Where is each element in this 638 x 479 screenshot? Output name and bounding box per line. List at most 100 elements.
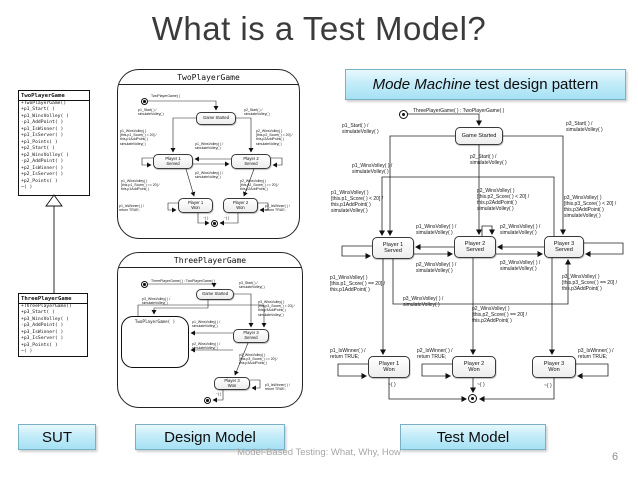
statechart-title: ThreePlayerGame	[118, 253, 302, 268]
state-player2-served: Player 2 Served	[231, 154, 271, 169]
state-player2-served: Player 2 Served	[454, 236, 496, 258]
transition-label: p1_Start( ) / simulateVolley( )	[342, 123, 379, 135]
state-player2-won: Player 2 Won	[223, 198, 258, 213]
transition-label: p2_WinsVolley( ) / simulateVolley( )	[416, 262, 457, 274]
transition-label: p3_WinsVolley( ) [this.p3_Score( ) < 20]…	[564, 195, 617, 219]
transition-label: p3_WinsVolley( ) / simulateVolley( )	[142, 297, 171, 306]
transition-label: ~( )	[388, 382, 396, 388]
transition-label: p3_WinsVolley( ) [this.p3_Score( ) == 20…	[239, 353, 278, 366]
final-state	[468, 394, 477, 403]
transition-label: p2_IsWinner( ) / return TRUE;	[265, 204, 290, 213]
transition-label: p2_WinsVolley( ) [this.p2_Score( ) == 20…	[472, 306, 528, 324]
transition-label: p2_WinsVolley( ) [this.p2_Score( ) == 20…	[240, 179, 279, 192]
transition-label: ~( )	[224, 216, 230, 220]
class-member: -p1_AddPoint( )	[21, 120, 64, 126]
class-member: +p3_IsWinner( )	[21, 329, 64, 335]
transition-label: p1_WinsVolley( ) [this.p1_Score( ) < 20]…	[331, 190, 384, 214]
transition-label: p3_IsWinner( ) / return TRUE;	[265, 383, 290, 392]
callout-italic-text: Mode Machine	[372, 76, 471, 93]
class-member: +p3_Points( )	[21, 342, 58, 348]
page-title: What is a Test Model?	[151, 10, 487, 47]
transition-label: TwoPlayerGame( )	[151, 94, 181, 98]
statechart-title: TwoPlayerGame	[118, 70, 299, 85]
transition-label: p1_IsWinner( ) / return TRUE;	[330, 348, 366, 360]
class-member: ~( )	[21, 349, 33, 355]
class-box-twoplayergame: TwoPlayerGame +TwoPlayerGame()+p1_Start(…	[18, 90, 90, 196]
transition-label: p1_WinsVolley( ) / simulateVolley( )	[416, 224, 457, 236]
transition-label: ThreePlayerGame( ) : TwoPlayerGame( )	[413, 108, 505, 114]
statechart-twoplayergame: TwoPlayerGame TwoPlayerGame( ) Game Start…	[117, 69, 300, 239]
class-member: +ThreePlayerGame()	[21, 304, 72, 309]
transition-label: p2_WinsVolley( ) / simulateVolley( )	[192, 342, 221, 351]
statechart-threeplayergame: ThreePlayerGame ThreePlayerGame( ) : Two…	[117, 252, 303, 408]
transition-label: p3_IsWinner( ) / return TRUE;	[578, 348, 614, 360]
state-player1-served: Player 1 Served	[372, 237, 414, 259]
class-member: +p3_IsServer( )	[21, 336, 64, 342]
state-player1-won: Player 1 Won	[178, 198, 213, 213]
transition-label: p3_WinsVolley( ) / simulateVolley( )	[403, 296, 444, 308]
state-player3-won: Player 3 Won	[532, 356, 576, 378]
mode-machine-callout: Mode Machine test design pattern	[345, 69, 626, 100]
final-state	[204, 397, 211, 404]
class-member: +p2_Start( )	[21, 146, 55, 152]
transition-label: p1_WinsVolley( ) / simulateVolley( )	[192, 320, 221, 329]
inheritance-arrow	[45, 194, 63, 293]
transition-label: p1_IsWinner( ) / return TRUE;	[119, 204, 144, 213]
class-member: +p1_Start( )	[21, 107, 55, 113]
footer-text: Model-Based Testing: What, Why, How	[237, 447, 401, 458]
transition-label: p3_WinsVolley( ) [this.p3_Score( ) == 20…	[562, 274, 618, 292]
arrows-layer	[141, 100, 283, 226]
label-box-sut: SUT	[18, 424, 96, 450]
class-member: -p3_AddPoint( )	[21, 323, 64, 329]
transition-label: p1_Start( ) / simulateVolley( )	[138, 108, 164, 117]
transition-label: ~( )	[544, 383, 552, 389]
transition-label: p1_WinsVolley( ) [this.p1_Score( ) < 20]…	[120, 129, 157, 146]
initial-state	[141, 281, 148, 288]
transition-label: p1_WinsVolley( ) [this.p1_Score( ) == 20…	[121, 179, 160, 192]
transition-label: ~( )	[216, 392, 222, 396]
transition-label: p2_WinsVolley( ) [this.p2_Score( ) < 20]…	[256, 129, 293, 146]
initial-state	[399, 110, 408, 119]
state-game-started: Game Started	[455, 127, 503, 145]
transition-label: ~( )	[203, 216, 209, 220]
state-player3-served: Player 3 Served	[233, 329, 269, 343]
state-player3-served: Player 3 Served	[544, 236, 584, 258]
statechart-test-model: ThreePlayerGame( ) : TwoPlayerGame( ) Gam…	[330, 105, 638, 420]
state-game-started: Game Started	[196, 112, 236, 125]
class-member: +p1_WinsVolley( )	[21, 113, 69, 119]
transition-label: p2_IsWinner( ) / return TRUE;	[417, 348, 453, 360]
label-box-design-model: Design Model	[135, 424, 285, 450]
class-member: +p1_Points( )	[21, 139, 58, 145]
class-member-list: +TwoPlayerGame()+p1_Start( )+p1_WinsVoll…	[19, 101, 89, 192]
arrows-layer	[137, 283, 267, 403]
class-member: +p3_WinsVolley( )	[21, 316, 69, 322]
transition-label: p3_WinsVolley( ) [this.p3_Score( ) < 20]…	[258, 300, 295, 317]
class-member: +p2_Points( )	[21, 178, 58, 184]
page-number: 6	[612, 451, 619, 463]
transition-label: p2_WinsVolley( ) / simulateVolley( )	[195, 171, 224, 180]
state-player1-served: Player 1 Served	[153, 154, 193, 169]
initial-state	[141, 98, 148, 105]
transition-label: ThreePlayerGame( ) : TwoPlayerGame( )	[151, 279, 215, 283]
callout-text: test design pattern	[474, 76, 599, 93]
state-game-started: Game Started	[196, 289, 234, 300]
class-member: +TwoPlayerGame()	[21, 101, 67, 106]
class-member: +p2_IsWinner( )	[21, 165, 64, 171]
arrows-layer	[337, 113, 624, 402]
transition-label: ~( )	[477, 382, 485, 388]
transition-label: p3_WinsVolley( ) / simulateVolley( )	[500, 260, 541, 272]
class-member: ~( )	[21, 185, 33, 191]
transition-label: p1_WinsVolley( ) [this.p1_Score( ) == 20…	[330, 275, 386, 293]
class-box-threeplayergame: ThreePlayerGame +ThreePlayerGame()+p3_St…	[18, 293, 88, 357]
transition-label: p2_WinsVolley( ) / simulateVolley( )	[500, 224, 541, 236]
class-member: +p2_WinsVolley( )	[21, 152, 69, 158]
final-state	[211, 220, 218, 227]
class-name: ThreePlayerGame	[19, 294, 87, 304]
state-player2-won: Player 2 Won	[452, 356, 496, 378]
transition-label: p2_Start( ) / simulateVolley( )	[244, 108, 270, 117]
class-member: +p2_IsServer( )	[21, 172, 64, 178]
class-member: +p3_Start( )	[21, 310, 55, 316]
transition-label: p3_Start( ) / simulateVolley( )	[239, 281, 265, 290]
class-member-list: +ThreePlayerGame()+p3_Start( )+p3_WinsVo…	[19, 304, 87, 356]
state-player3-won: Player 3 Won	[214, 377, 250, 390]
